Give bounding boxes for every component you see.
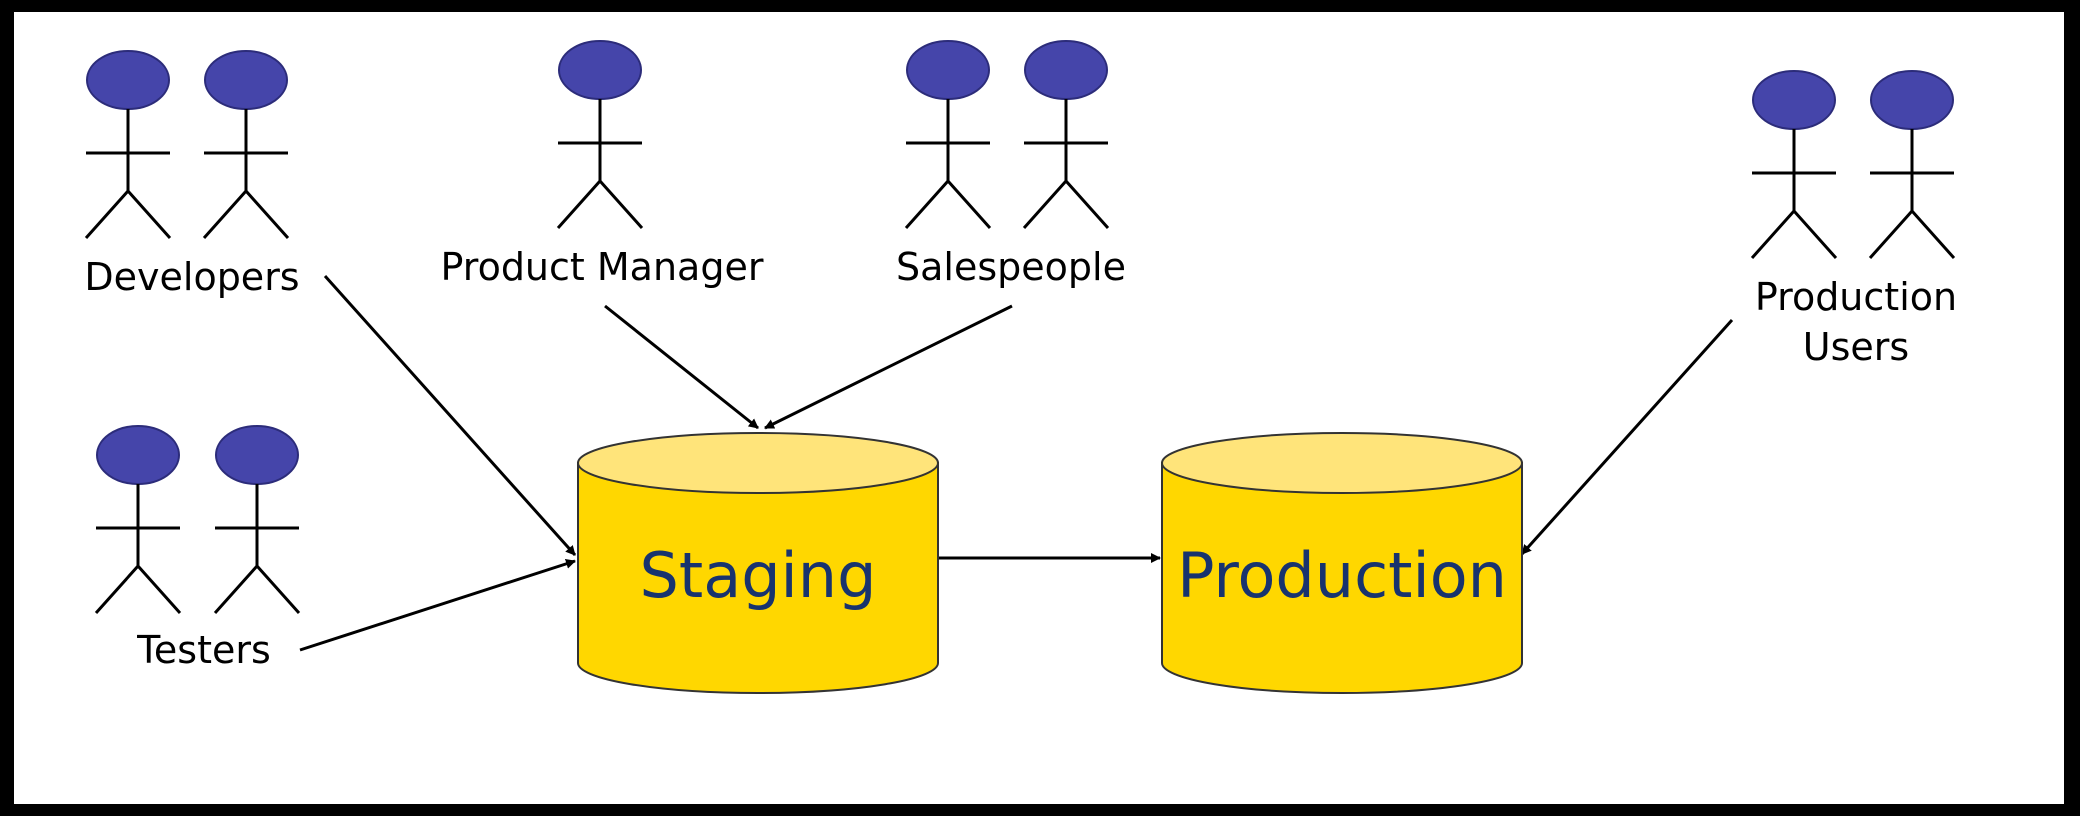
actor-left-leg: [213, 565, 259, 614]
actor-label-testers: Testers: [136, 628, 271, 672]
actor-group-developers: Developers: [84, 50, 300, 299]
actor-left-leg: [94, 565, 140, 614]
actor-label-production-users: Users: [1803, 325, 1909, 369]
arrow-production-users-to-production: [1520, 318, 1734, 556]
actor-right-leg: [598, 180, 644, 229]
actor-left-leg: [1022, 180, 1068, 229]
actor-right-leg: [1064, 180, 1110, 229]
database-production: Production: [1161, 432, 1523, 694]
arrow-product-manager-to-staging: [604, 304, 759, 430]
actor-right-leg: [255, 565, 301, 614]
actor-head: [1752, 70, 1836, 130]
arrow-salespeople-to-staging: [764, 304, 1013, 430]
stick-figure-icon: [84, 50, 172, 239]
connections-layer: [299, 274, 1734, 652]
actor-right-leg: [136, 565, 182, 614]
actor-group-testers: Testers: [94, 425, 301, 672]
actor-head: [86, 50, 170, 110]
actor-right-leg: [126, 190, 172, 239]
actor-head: [204, 50, 288, 110]
actor-head: [215, 425, 299, 485]
actor-right-leg: [244, 190, 290, 239]
actor-right-leg: [946, 180, 992, 229]
actor-left-leg: [202, 190, 248, 239]
database-top: [577, 432, 939, 494]
actor-right-leg: [1910, 210, 1956, 259]
stick-figure-icon: [904, 40, 992, 229]
stick-figure-icon: [1868, 70, 1956, 259]
stick-figure-icon: [94, 425, 182, 614]
actor-left-leg: [84, 190, 130, 239]
actor-label-product-manager: Product Manager: [441, 245, 764, 289]
arrow-developers-to-staging: [323, 274, 577, 557]
actor-label-salespeople: Salespeople: [896, 245, 1126, 289]
stick-figure-icon: [202, 50, 290, 239]
database-staging: Staging: [577, 432, 939, 694]
actor-group-product-manager: Product Manager: [441, 40, 764, 289]
stick-figure-icon: [556, 40, 644, 229]
actor-head: [558, 40, 642, 100]
database-top: [1161, 432, 1523, 494]
stick-figure-icon: [1750, 70, 1838, 259]
actor-left-leg: [1868, 210, 1914, 259]
actor-head: [1870, 70, 1954, 130]
database-cylinder-icon: [1161, 462, 1523, 694]
stick-figure-icon: [1022, 40, 1110, 229]
databases-layer: Staging Production: [577, 432, 1523, 694]
actor-left-leg: [556, 180, 602, 229]
actor-left-leg: [904, 180, 950, 229]
database-label-staging: Staging: [640, 539, 877, 612]
stick-figure-icon: [213, 425, 301, 614]
actor-left-leg: [1750, 210, 1796, 259]
actor-label-production-users: Production: [1755, 275, 1957, 319]
database-cylinder-icon: [577, 462, 939, 694]
arrow-testers-to-staging: [299, 559, 576, 652]
actor-right-leg: [1792, 210, 1838, 259]
actor-head: [906, 40, 990, 100]
database-label-production: Production: [1177, 539, 1507, 612]
actor-head: [1024, 40, 1108, 100]
actor-group-salespeople: Salespeople: [896, 40, 1126, 289]
actor-head: [96, 425, 180, 485]
actor-label-developers: Developers: [84, 255, 299, 299]
diagram-frame: [10, 8, 2068, 808]
